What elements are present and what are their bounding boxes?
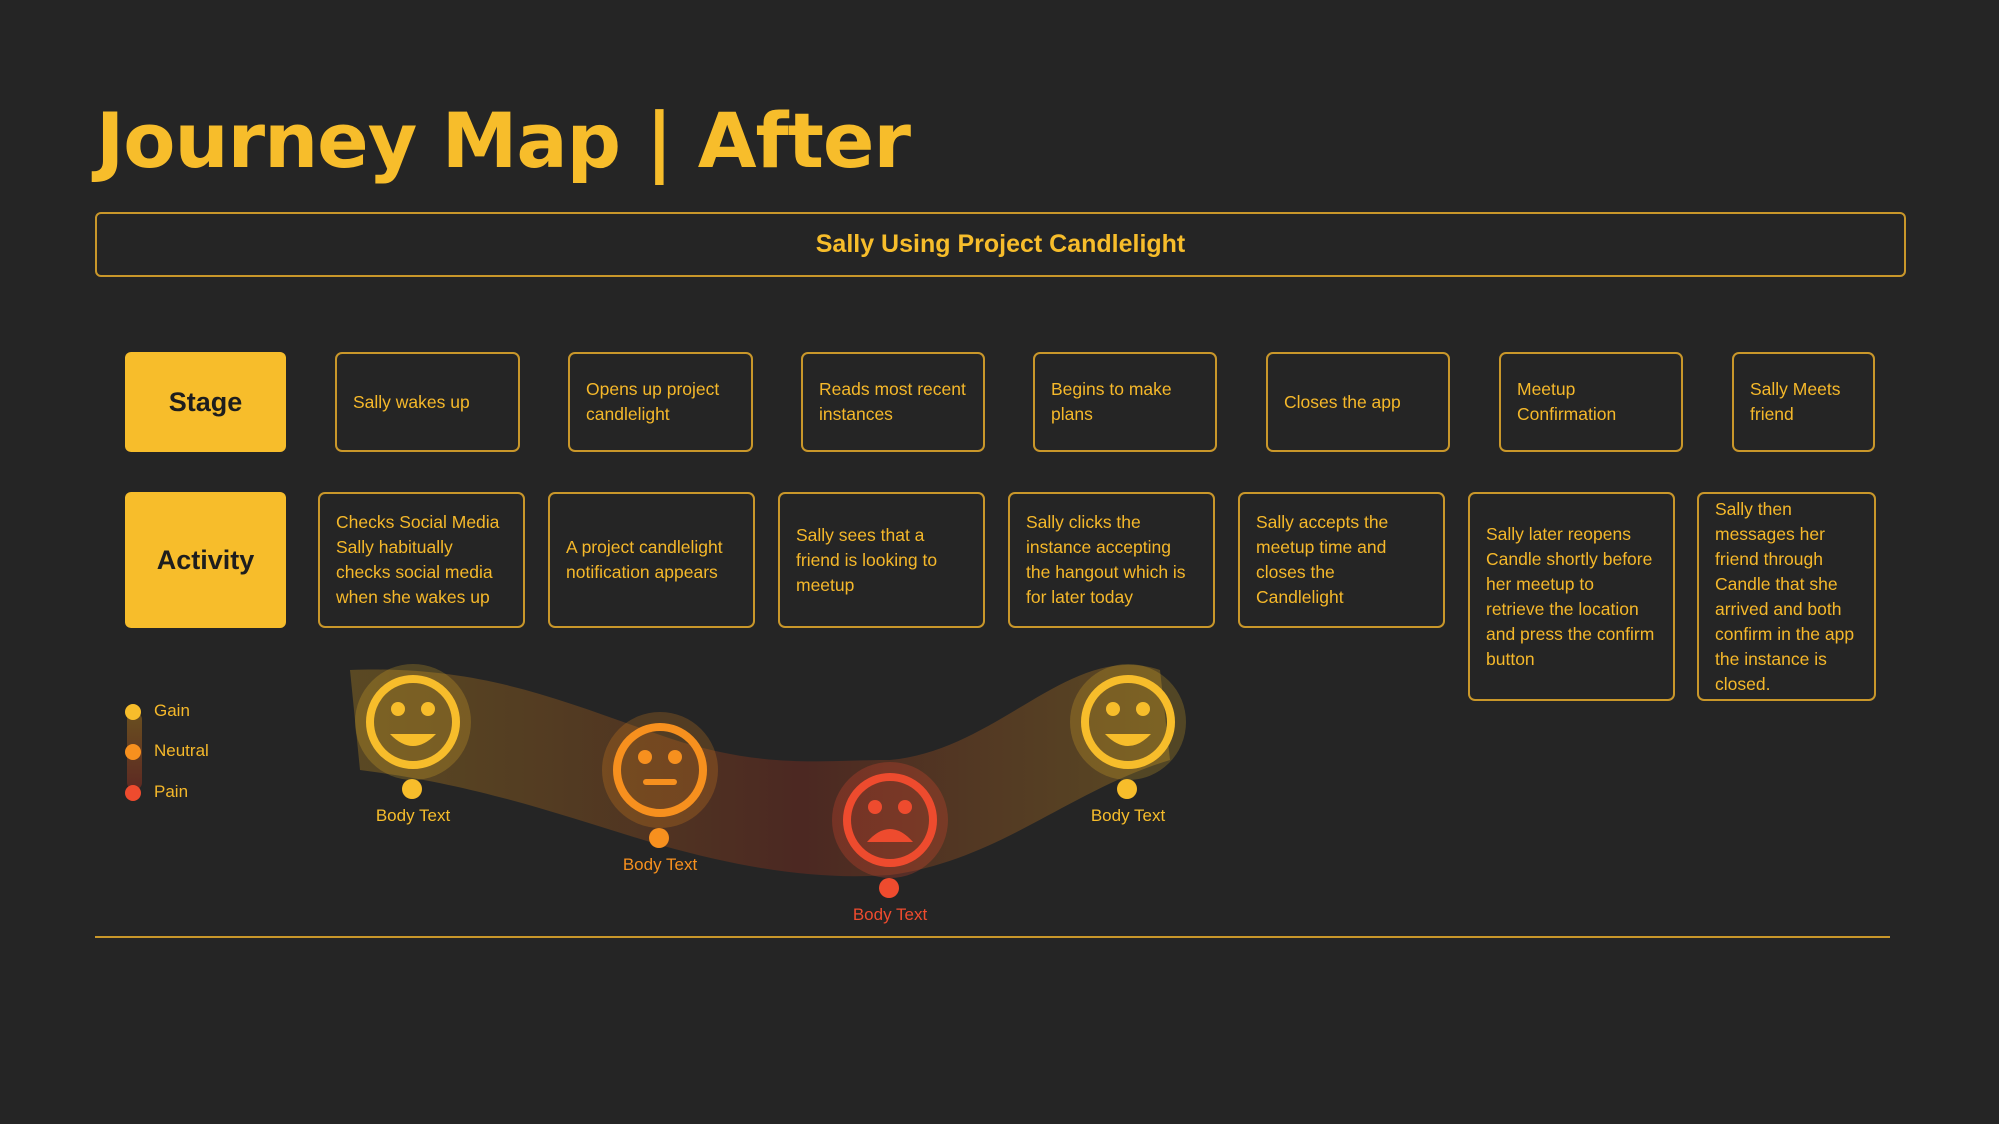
stage-row-label: Stage	[125, 352, 286, 452]
scenario-banner: Sally Using Project Candlelight	[95, 212, 1906, 277]
emotion-ribbon	[350, 664, 1170, 877]
happy-face-icon	[1070, 664, 1186, 780]
pain-legend-label: Pain	[154, 782, 189, 801]
emotion-label: Body Text	[1090, 806, 1166, 825]
emotion-legend: Gain Neutral Pain	[118, 696, 318, 816]
stage-card: Reads most recent instances	[801, 352, 985, 452]
sad-face-icon	[832, 762, 948, 878]
stage-card: Meetup Confirmation	[1499, 352, 1683, 452]
stage-card: Sally Meets friend	[1732, 352, 1875, 452]
activity-card: A project candlelight notification appea…	[548, 492, 755, 628]
gain-legend-dot	[125, 704, 141, 720]
stage-card: Closes the app	[1266, 352, 1450, 452]
neutral-face-icon	[602, 712, 718, 828]
activity-card: Sally sees that a friend is looking to m…	[778, 492, 985, 628]
emotion-point	[649, 828, 669, 848]
emotion-point	[402, 779, 422, 799]
activity-card: Sally later reopens Candle shortly befor…	[1468, 492, 1675, 701]
happy-face-icon	[355, 664, 471, 780]
bottom-divider	[95, 936, 1890, 938]
emotion-label: Body Text	[375, 806, 451, 825]
stage-card: Begins to make plans	[1033, 352, 1217, 452]
neutral-legend-dot	[125, 744, 141, 760]
emotion-label: Body Text	[622, 855, 698, 874]
gain-legend-label: Gain	[154, 701, 190, 720]
page-title: Journey Map | After	[96, 96, 911, 185]
stage-card: Sally wakes up	[335, 352, 520, 452]
scenario-title: Sally Using Project Candlelight	[815, 230, 1186, 258]
emotion-label: Body Text	[852, 905, 928, 924]
stage-card: Opens up project candlelight	[568, 352, 753, 452]
activity-card: Sally clicks the instance accepting the …	[1008, 492, 1215, 628]
activity-row-label: Activity	[125, 492, 286, 628]
activity-card: Checks Social Media Sally habitually che…	[318, 492, 525, 628]
emotion-point	[879, 878, 899, 898]
neutral-legend-label: Neutral	[154, 741, 209, 760]
activity-card: Sally then messages her friend through C…	[1697, 492, 1876, 701]
pain-legend-dot	[125, 785, 141, 801]
emotion-point	[1117, 779, 1137, 799]
activity-card: Sally accepts the meetup time and closes…	[1238, 492, 1445, 628]
